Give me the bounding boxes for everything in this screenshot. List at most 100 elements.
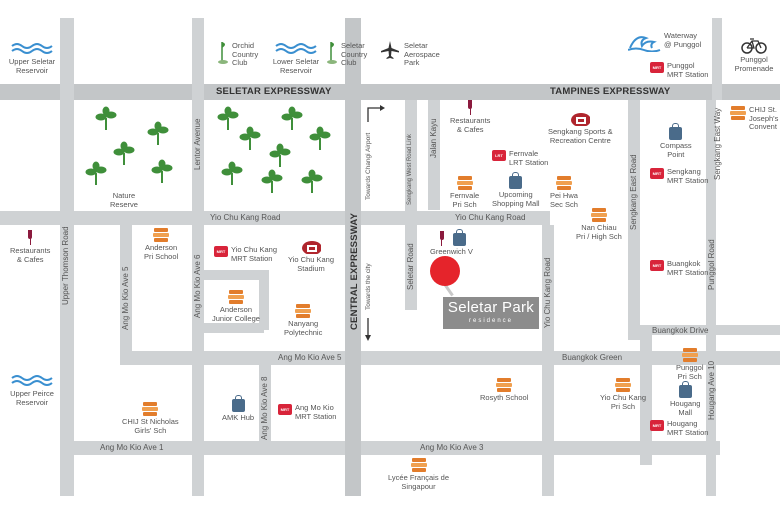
amk-ave-5-label: Ang Mo Kio Ave 5 (278, 353, 342, 362)
chij-st-nicholas: CHIJ St Nicholas Girls' Sch (122, 402, 179, 435)
stadium-icon (302, 241, 321, 254)
upper-thomson-road (60, 18, 74, 496)
yio-chu-kang-road-label-e: Yio Chu Kang Road (455, 213, 526, 222)
mrt-icon: MRT (650, 260, 664, 271)
golf-flag-icon (218, 42, 228, 64)
orchid-country-club: Orchid Country Club (218, 40, 258, 68)
jalan-kayu (428, 100, 440, 210)
ang-mo-kio-ave-5 (120, 351, 780, 365)
ang-mo-kio-ave-5-vertical (120, 225, 132, 355)
seletar-country-club: Seletar Country Club (327, 40, 367, 68)
fernvale-pri-sch: Fernvale Pri Sch (450, 176, 479, 209)
restaurants-cafes-north: Restaurants & Cafes (450, 100, 490, 134)
lentor-avenue (192, 18, 204, 496)
hougang-mrt: MRT Hougang MRT Station (650, 419, 708, 437)
yio-chu-kang-pri-sch: Yio Chu Kang Pri Sch (600, 378, 646, 411)
ang-mo-kio-mrt: MRT Ang Mo Kio MRT Station (278, 403, 336, 421)
nature-reserve-label: Nature Reserve (110, 191, 138, 209)
hougang-ave-10-label: Hougang Ave 10 (707, 360, 716, 420)
wine-glass-icon (465, 100, 475, 115)
central-expressway-label: CENTRAL EXPRESSWAY (349, 212, 360, 330)
restaurants-cafes-west: Restaurants & Cafes (10, 230, 50, 264)
ang-mo-kio-ave-8 (259, 365, 271, 445)
hougang-mall: Hougang Mall (670, 381, 700, 417)
school-books-icon (410, 458, 427, 472)
towards-city-label: Towards the city (365, 263, 372, 310)
sengkang-sports-centre: Sengkang Sports & Recreation Centre (548, 112, 613, 145)
sengkang-mrt: MRT Sengkang MRT Station (650, 167, 708, 185)
school-books-icon (153, 228, 170, 242)
wine-glass-icon (25, 230, 35, 245)
school-books-icon (555, 176, 572, 190)
seletar-expressway-label: SELETAR EXPRESSWAY (216, 86, 332, 97)
seletar-road (405, 100, 417, 310)
rosyth-school: Rosyth School (480, 378, 528, 403)
mrt-icon: MRT (650, 62, 664, 73)
water-waves-icon (11, 375, 53, 386)
yio-chu-kang-stadium: Yio Chu Kang Stadium (288, 240, 334, 273)
arrow-down-icon (365, 318, 371, 341)
upcoming-shopping-mall: Upcoming Shopping Mall (492, 172, 540, 208)
lentor-avenue-label: Lentor Avenue (193, 118, 202, 170)
mrt-icon: MRT (278, 404, 292, 415)
anderson-pri-school: Anderson Pri School (144, 228, 178, 261)
stadium-icon (571, 113, 591, 126)
seletar-road-label: Seletar Road (406, 243, 415, 290)
yio-chu-kang-v-label: Yio Chu Kang Road (543, 257, 552, 328)
mrt-icon: MRT (214, 246, 228, 257)
water-wave-icon (628, 36, 661, 52)
lycee-francais: Lycée Français de Singapour (388, 458, 449, 491)
lower-seletar-reservoir: Lower Seletar Reservoir (268, 42, 324, 75)
sengkang-east-way-label: Sengkang East Way (713, 107, 722, 180)
arrow-up-icon (367, 105, 385, 122)
amk-ave-3-label: Ang Mo Kio Ave 3 (420, 443, 484, 452)
yio-chu-kang-mrt: MRT Yio Chu Kang MRT Station (214, 245, 277, 263)
school-books-icon (496, 378, 513, 392)
amk-ave-1-label: Ang Mo Kio Ave 1 (100, 443, 164, 452)
shopping-bag-icon (231, 395, 245, 412)
school-books-icon (615, 378, 631, 392)
nature-reserve-trees (85, 106, 173, 185)
mrt-icon: MRT (650, 168, 664, 179)
lrt-icon: LRT (492, 150, 506, 161)
buangkok-green (640, 325, 652, 465)
shopping-bag-icon (509, 172, 523, 189)
shopping-bag-icon (678, 381, 692, 398)
school-books-icon (456, 176, 473, 190)
sengkang-east-road (628, 100, 640, 340)
tampines-expressway-label: TAMPINES EXPRESSWAY (550, 86, 671, 97)
jalan-kayu-label: Jalan Kayu (429, 118, 438, 158)
seletar-west-link-label: Sengkang West Road Link (407, 134, 413, 205)
buangkok-green-label: Buangkok Green (562, 353, 623, 362)
nanyang-polytechnic: Nanyang Polytechnic (284, 304, 322, 337)
pei-hwa-sec-sch: Pei Hwa Sec Sch (550, 176, 578, 209)
water-waves-icon (275, 43, 317, 54)
nan-chiau-school: Nan Chiau Pri / High Sch (576, 208, 622, 241)
mrt-icon: MRT (650, 420, 664, 431)
ang-mo-kio-ave-3 (60, 441, 720, 455)
water-waves-icon (11, 43, 53, 54)
seletar-aerospace-park: Seletar Aerospace Park (380, 40, 440, 68)
airplane-icon (381, 41, 399, 59)
punggol-mrt: MRT Punggol MRT Station (650, 61, 708, 79)
shopping-bag-icon (452, 229, 466, 246)
golf-flag-icon (327, 42, 337, 64)
compass-point: Compass Point (660, 123, 692, 159)
punggol-road (706, 100, 716, 496)
chij-st-josephs-convent: CHIJ St. Joseph's Convent (730, 105, 778, 132)
buangkok-drive-label: Buangkok Drive (652, 326, 709, 335)
bicycle-icon (741, 38, 767, 54)
yio-chu-kang-road-vertical (542, 225, 554, 496)
school-books-icon (590, 208, 607, 222)
seletar-park-label: Seletar Park residence (443, 297, 539, 329)
upper-thomson-label: Upper Thomson Road (61, 226, 70, 305)
upper-seletar-reservoir: Upper Seletar Reservoir (4, 42, 60, 75)
fernvale-lrt: LRT Fernvale LRT Station (492, 149, 548, 167)
wine-glass-icon (437, 231, 447, 246)
forest-trees (217, 106, 331, 193)
towards-changi-label: Towards Changi Airport (365, 132, 372, 200)
punggol-promenade: Punggol Promenade (730, 38, 778, 73)
shopping-bag-icon (669, 123, 683, 140)
sengkang-east-road-label: Sengkang East Road (629, 154, 638, 230)
